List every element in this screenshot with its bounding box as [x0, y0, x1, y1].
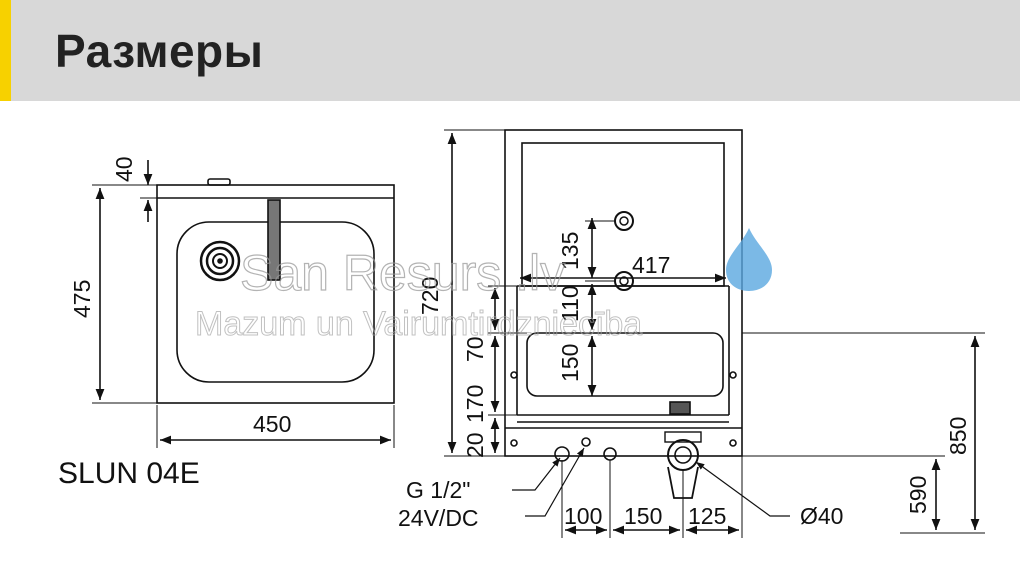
header-bar: [0, 0, 1020, 101]
drain-grate-icon: [199, 240, 241, 282]
front-view: [444, 129, 985, 538]
power-connector-icon: [581, 437, 591, 447]
dim-top-depth-475: 475: [69, 280, 95, 318]
watermark-title: San Resurs .lv: [240, 245, 565, 301]
screw-icon: [729, 371, 737, 379]
dim-top-depth-40: 40: [111, 156, 137, 182]
watermark-subtitle: Mazum un Vairumtirdzniecība: [195, 305, 642, 343]
dim-front-20: 20: [462, 432, 488, 458]
dim-front-135: 135: [557, 232, 583, 270]
dim-front-150: 150: [557, 344, 583, 382]
page-title: Размеры: [55, 25, 264, 77]
top-view-outline: [156, 184, 395, 404]
dim-top-width-450: 450: [253, 411, 291, 437]
dim-front-150-h: 150: [624, 503, 662, 529]
sensor-lower-icon: [614, 271, 634, 291]
dim-front-125: 125: [688, 503, 726, 529]
screw-icon: [729, 439, 737, 447]
dim-floor-590: 590: [905, 476, 931, 514]
dim-front-110: 110: [557, 285, 583, 322]
front-basin: [526, 332, 724, 397]
dim-front-height-720: 720: [417, 277, 443, 315]
dim-floor-850: 850: [945, 417, 971, 455]
water-inlet-icon: [554, 446, 570, 462]
label-voltage: 24V/DC: [398, 505, 479, 531]
screw-icon: [510, 371, 518, 379]
screw-icon: [510, 439, 518, 447]
dim-front-width-417: 417: [632, 252, 670, 278]
sensor-upper-icon: [614, 211, 634, 231]
header-accent: [0, 0, 11, 101]
fitting-icon: [603, 447, 617, 461]
model-label: SLUN 04E: [58, 457, 200, 490]
top-view-button: [207, 178, 231, 186]
dim-front-100: 100: [564, 503, 602, 529]
top-view: [92, 160, 395, 448]
dim-front-70: 70: [462, 336, 488, 362]
front-view-outline: [504, 129, 743, 457]
dim-front-170: 170: [462, 385, 488, 423]
faucet-spout: [267, 199, 281, 281]
label-water-connection: G 1/2": [406, 477, 470, 503]
water-drop-icon: [726, 228, 772, 291]
basin-drain-fitting: [669, 401, 691, 415]
dim-drain-diameter: Ø40: [800, 503, 843, 529]
